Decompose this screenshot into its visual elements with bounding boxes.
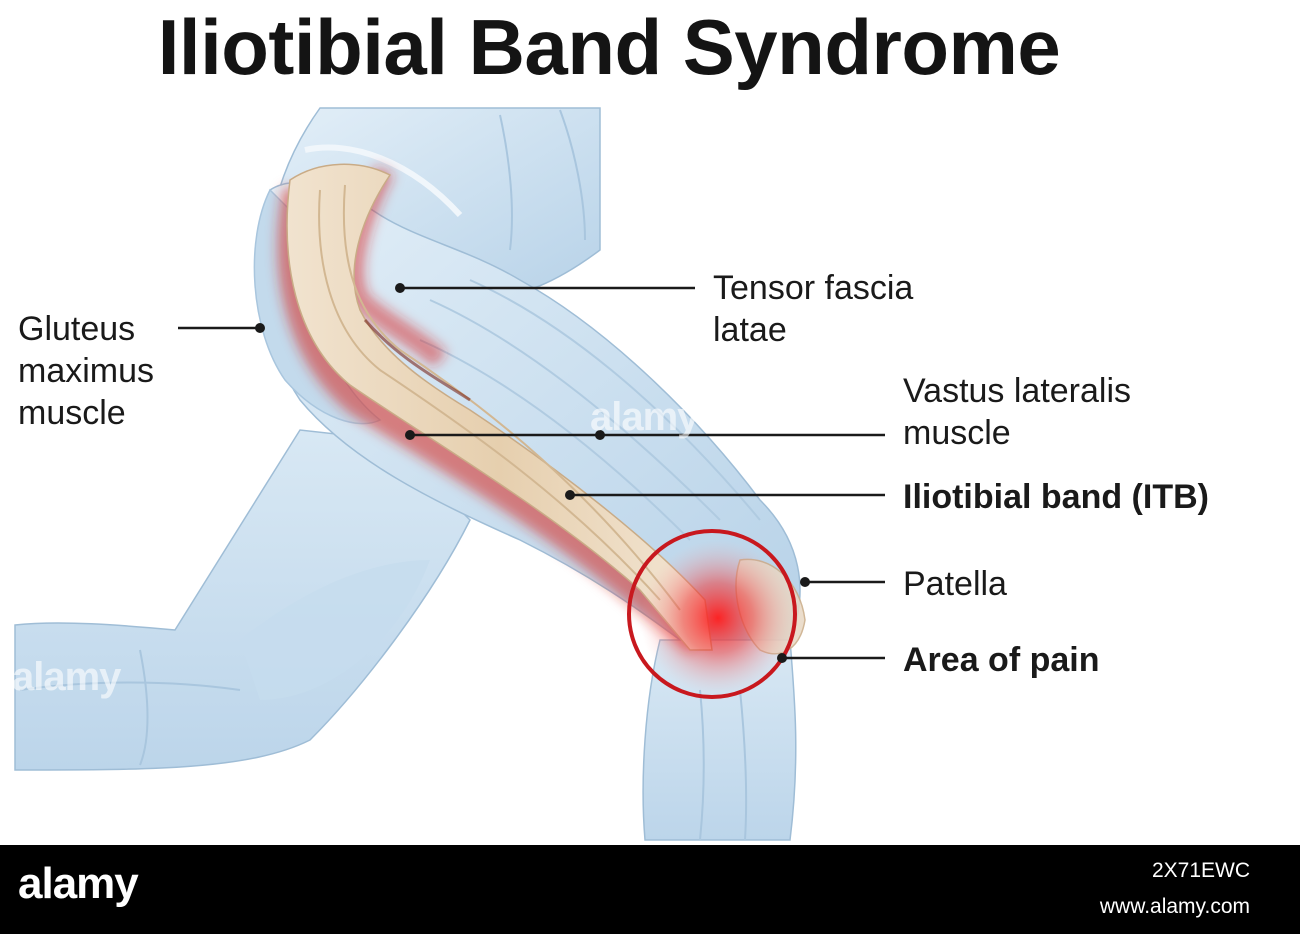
label-pain: Area of pain	[903, 641, 1100, 679]
footer-image-id: 2X71EWC	[1151, 859, 1250, 882]
page-title: Iliotibial Band Syndrome	[157, 3, 1061, 91]
label-itb: Iliotibial band (ITB)	[903, 478, 1209, 516]
watermark: alamy	[590, 395, 699, 439]
footer-url: www.alamy.com	[1099, 895, 1250, 918]
anatomy-illustration	[14, 107, 885, 841]
label-patella: Patella	[903, 565, 1007, 603]
pain-area-circle	[627, 529, 797, 699]
label-gluteus: Gluteus maximus muscle	[18, 310, 155, 432]
leader-lines	[178, 286, 885, 660]
leader-dots	[255, 283, 810, 663]
pain-glow	[640, 540, 796, 696]
label-tensor: Tensor fascia latae	[713, 269, 914, 349]
footer-bar: alamy 2X71EWC www.alamy.com	[0, 845, 1300, 934]
iliotibial-band	[286, 163, 713, 651]
watermark: alamy	[12, 655, 121, 699]
footer-logo: alamy	[18, 859, 139, 908]
rear-leg	[14, 429, 471, 771]
label-vastus: Vastus lateralis muscle	[903, 372, 1132, 452]
